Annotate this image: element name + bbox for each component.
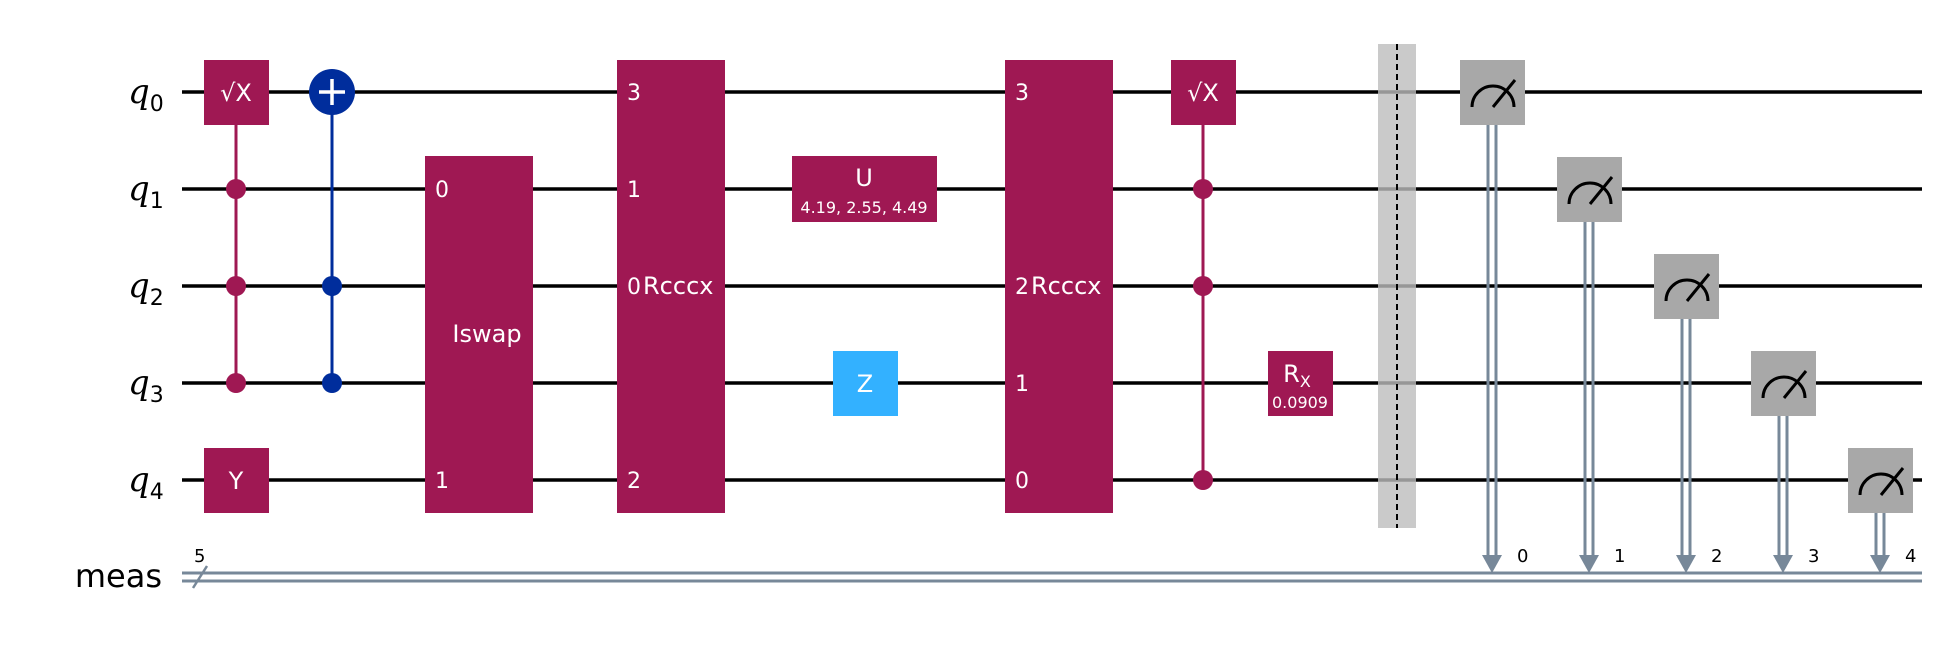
z-gate: Z bbox=[833, 351, 898, 416]
measurement-q0: 0 bbox=[1460, 60, 1528, 573]
control-dot bbox=[226, 276, 246, 296]
control-dot bbox=[1193, 276, 1213, 296]
rcccx-gate-1: 3 1 0 2 Rcccx bbox=[617, 60, 725, 513]
meter-needle bbox=[1879, 467, 1905, 496]
gate-box bbox=[1171, 60, 1236, 125]
gate-label: √X bbox=[1187, 79, 1219, 107]
bit-index: 0 bbox=[1517, 546, 1528, 567]
gate-box bbox=[617, 60, 725, 513]
measurement-q1: 1 bbox=[1557, 157, 1625, 573]
control-dot bbox=[1193, 470, 1213, 490]
csx-gate-2: √X bbox=[1171, 60, 1236, 490]
label-meas: meas bbox=[75, 557, 162, 595]
control-dot bbox=[322, 373, 342, 393]
gate-box bbox=[833, 351, 898, 416]
gate-label: U bbox=[855, 164, 873, 192]
measure-box bbox=[1557, 157, 1622, 222]
gate-label: RX bbox=[1283, 360, 1311, 391]
measure-box bbox=[1848, 448, 1913, 513]
meter-needle bbox=[1588, 176, 1614, 205]
meter-arc bbox=[1761, 375, 1807, 399]
pin-label: 0 bbox=[627, 275, 641, 300]
register-slash bbox=[191, 565, 209, 589]
pin-label: 0 bbox=[435, 178, 449, 203]
rcccx-gate-2: 3 2 1 0 Rcccx bbox=[1005, 60, 1113, 513]
meter-arc bbox=[1858, 472, 1904, 496]
bit-index: 1 bbox=[1614, 546, 1625, 567]
rx-gate: RX 0.0909 bbox=[1268, 351, 1333, 416]
pin-label: 1 bbox=[1015, 372, 1029, 397]
measure-arrow bbox=[1579, 555, 1599, 573]
gate-label: Rcccx bbox=[643, 272, 713, 300]
y-gate: Y bbox=[204, 448, 269, 513]
measure-arrow bbox=[1482, 555, 1502, 573]
csx-gate-1: √X bbox=[204, 60, 269, 393]
measurement-q4: 4 bbox=[1848, 448, 1916, 573]
control-dot bbox=[226, 373, 246, 393]
pin-label: 2 bbox=[1015, 275, 1029, 300]
measure-arrow bbox=[1676, 555, 1696, 573]
label-q2: q2 bbox=[128, 266, 164, 311]
measure-box bbox=[1654, 254, 1719, 319]
meter-arc bbox=[1567, 181, 1613, 205]
iswap-gate: 0 1 Iswap bbox=[425, 156, 533, 513]
gate-label: √X bbox=[220, 79, 252, 107]
barrier bbox=[1378, 44, 1416, 528]
control-dot bbox=[1193, 179, 1213, 199]
gate-label: Iswap bbox=[452, 320, 521, 348]
classical-register: 5 bbox=[182, 546, 1922, 589]
measurement-q2: 2 bbox=[1654, 254, 1722, 573]
wire-labels: q0 q1 q2 q3 q4 meas bbox=[75, 72, 164, 595]
gate-label: Rcccx bbox=[1031, 272, 1101, 300]
pin-label: 1 bbox=[435, 469, 449, 494]
control-dot bbox=[322, 276, 342, 296]
pin-label: 3 bbox=[627, 81, 641, 106]
measurement-q3: 3 bbox=[1751, 351, 1819, 573]
bit-index: 4 bbox=[1905, 546, 1916, 567]
gate-params: 0.0909 bbox=[1272, 393, 1328, 412]
gate-label: Y bbox=[228, 467, 244, 495]
bit-index: 3 bbox=[1808, 546, 1819, 567]
gate-box bbox=[204, 448, 269, 513]
pin-label: 0 bbox=[1015, 469, 1029, 494]
measure-box bbox=[1751, 351, 1816, 416]
meter-arc bbox=[1664, 278, 1710, 302]
bit-index: 2 bbox=[1711, 546, 1722, 567]
gate-box bbox=[425, 156, 533, 513]
measure-box bbox=[1460, 60, 1525, 125]
pin-label: 2 bbox=[627, 469, 641, 494]
label-q0: q0 bbox=[128, 72, 164, 117]
label-q1: q1 bbox=[128, 169, 164, 214]
gate-box bbox=[1005, 60, 1113, 513]
gate-params: 4.19, 2.55, 4.49 bbox=[800, 198, 927, 217]
ccx-gate bbox=[309, 69, 355, 393]
gate-label: Z bbox=[857, 370, 873, 398]
meter-arc bbox=[1470, 84, 1516, 108]
measure-arrow bbox=[1773, 555, 1793, 573]
pin-label: 3 bbox=[1015, 81, 1029, 106]
u-gate: U 4.19, 2.55, 4.49 bbox=[792, 156, 937, 222]
meter-needle bbox=[1491, 79, 1517, 108]
measure-arrow bbox=[1870, 555, 1890, 573]
gate-box bbox=[1268, 351, 1333, 416]
register-width: 5 bbox=[194, 546, 205, 567]
pin-label: 1 bbox=[627, 178, 641, 203]
meter-needle bbox=[1685, 273, 1711, 302]
meter-needle bbox=[1782, 370, 1808, 399]
gate-box bbox=[204, 60, 269, 125]
label-q4: q4 bbox=[128, 460, 164, 505]
control-dot bbox=[226, 179, 246, 199]
gate-box bbox=[792, 156, 937, 222]
label-q3: q3 bbox=[128, 363, 164, 408]
